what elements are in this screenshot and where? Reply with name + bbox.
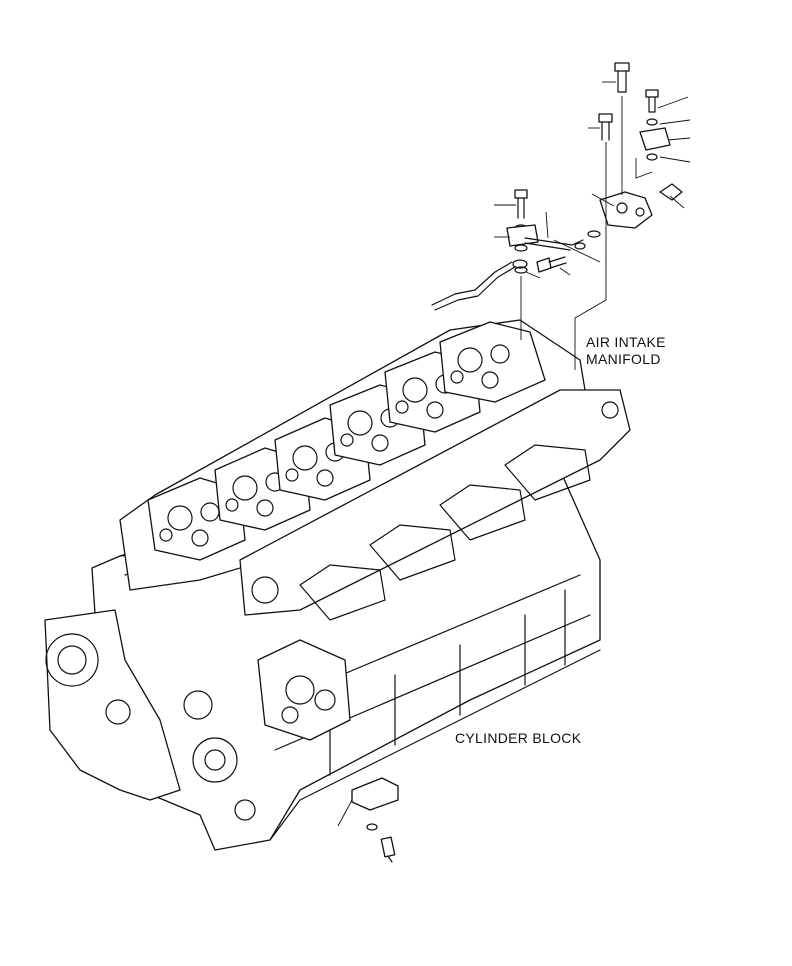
cylinder-head-drawing bbox=[119, 319, 631, 741]
bolt-3 bbox=[598, 113, 613, 141]
bolt-2 bbox=[645, 89, 659, 113]
cylinder-block-label: CYLINDER BLOCK bbox=[455, 730, 582, 746]
air-intake-manifold-line-2: MANIFOLD bbox=[586, 351, 661, 367]
air-intake-manifold-line-1: AIR INTAKE bbox=[586, 334, 666, 350]
air-intake-manifold-label: AIR INTAKE MANIFOLD bbox=[586, 334, 666, 368]
bolt-4 bbox=[514, 189, 528, 219]
sensor-tube-assembly bbox=[351, 62, 683, 863]
leader-lines bbox=[337, 81, 691, 827]
bolt-1 bbox=[614, 62, 630, 93]
